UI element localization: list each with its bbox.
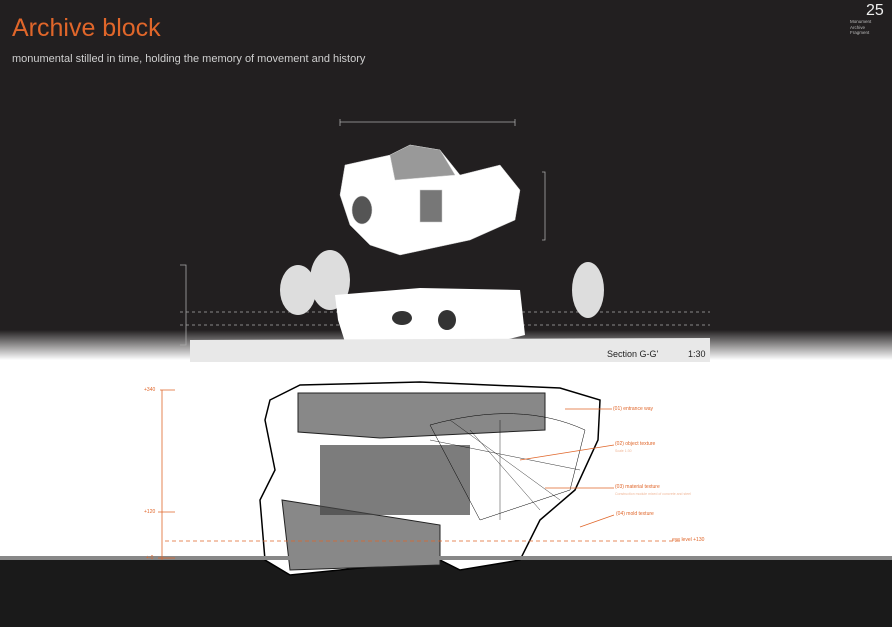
tag: Archive (850, 24, 866, 30)
level-label: +-0 (146, 555, 154, 561)
ground (0, 558, 892, 627)
annotation-body: Scale 1:30 (615, 449, 632, 453)
section-drawing (259, 381, 601, 576)
floating-block (339, 144, 521, 256)
page-title: Archive block (12, 14, 161, 42)
annotation-label: (04) mold texture (616, 511, 654, 517)
page-tags: Monument Archive Fragment (850, 19, 871, 36)
page-number: 25 (866, 2, 884, 19)
annotation-label: (02) object texture (615, 441, 656, 447)
elevation-block (190, 288, 710, 362)
section-scale: 1:30 (688, 349, 706, 359)
annotation-body: Construction module mixed of concrete an… (615, 492, 691, 496)
level-label: +120 (144, 509, 156, 515)
section-label: Section G-G' (607, 349, 659, 359)
tag: Fragment (850, 30, 870, 35)
eye-level-label: eye level +130 (672, 537, 705, 543)
annotation-label: (01) entrance way (613, 406, 654, 412)
page-subtitle: monumental stilled in time, holding the … (12, 53, 366, 65)
level-label: +340 (144, 387, 156, 393)
level-scale (158, 389, 680, 560)
tag: Monument (850, 19, 872, 24)
trees (280, 250, 604, 318)
annotation-label: (03) material texture (615, 484, 660, 490)
